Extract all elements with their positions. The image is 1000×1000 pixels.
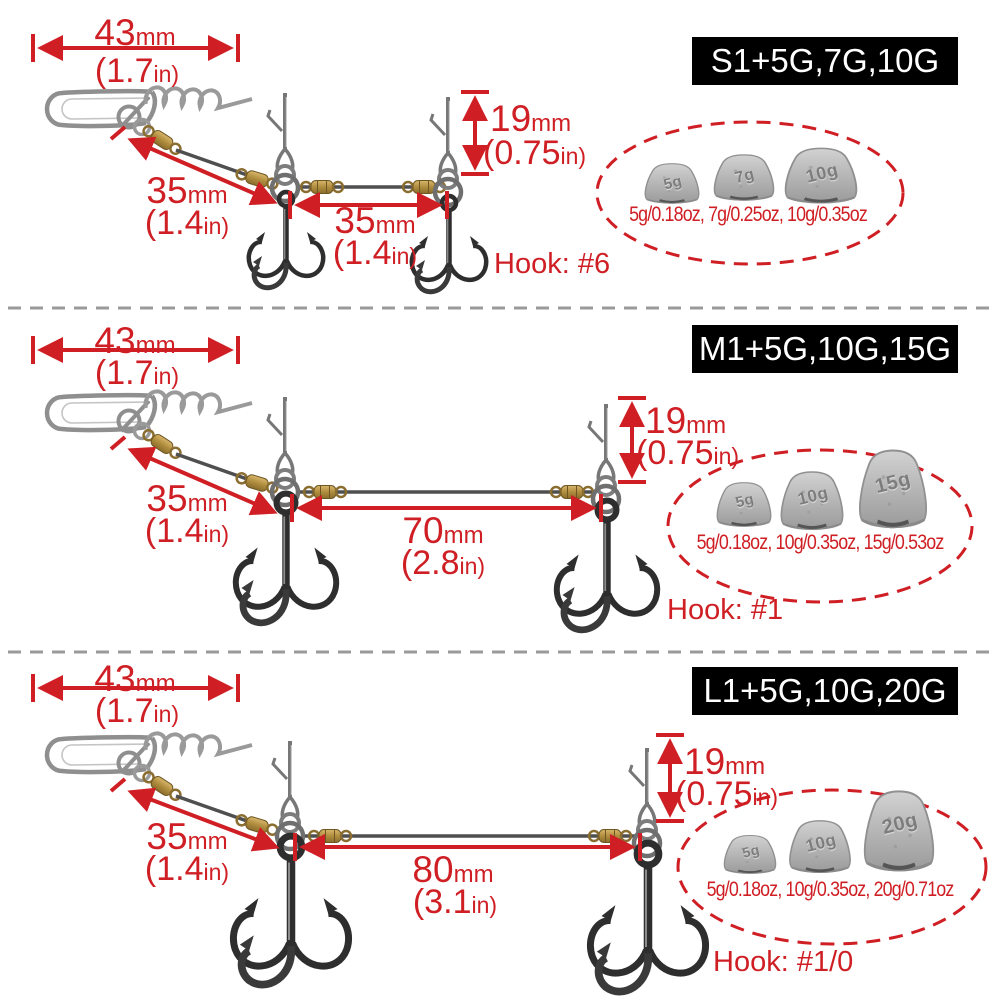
m1-size-label-text: M1+5G,10G,15G <box>698 330 952 367</box>
s1-dim-leader-in: (1.4in) <box>144 204 230 242</box>
l1-dim-snap-mm: 43mm <box>94 658 176 699</box>
m1-rig-hardware <box>47 391 657 629</box>
m1-weight-mark-5g: 5g <box>733 490 757 512</box>
m1-dim-span-in: (2.8in) <box>400 544 486 582</box>
m1-size-label: M1+5G,10G,15G <box>692 325 958 373</box>
l1-dim-drop-mm: 19mm <box>684 741 766 782</box>
s1-dim-leader-mm: 35mm <box>146 170 228 211</box>
m1-dim-drop-mm: 19mm <box>645 400 727 441</box>
s1-dim-span-mm: 35mm <box>334 200 416 241</box>
m1-dim-snap-in: (1.7in) <box>94 354 180 392</box>
s1-dim-snap-in: (1.7in) <box>94 52 180 90</box>
m1-dim-span-mm: 70mm <box>402 510 484 551</box>
l1-weights-caption: 5g/0.18oz, 10g/0.35oz, 20g/0.71oz <box>706 878 955 901</box>
s1-dim-drop-in: (0.75in) <box>483 134 587 172</box>
m1-dim-leader-in: (1.4in) <box>144 512 230 550</box>
m1-hook-size: Hook: #1 <box>667 594 784 626</box>
l1-hook-size: Hook: #1/0 <box>713 946 854 978</box>
l1-size-label: L1+5G,10G,20G <box>692 667 958 715</box>
m1-dim-leader-mm: 35mm <box>146 478 228 519</box>
s1-dim-drop-mm: 19mm <box>490 98 572 139</box>
l1-dim-leader-in: (1.4in) <box>144 850 230 888</box>
l1-weights <box>676 788 988 946</box>
s1-dim-snap-mm: 43mm <box>94 12 176 53</box>
s1-weights <box>595 120 905 266</box>
s1-hook-size: Hook: #6 <box>494 248 611 280</box>
l1-dim-leader-mm: 35mm <box>146 816 228 857</box>
m1-weights-caption: 5g/0.18oz, 10g/0.35oz, 15g/0.53oz <box>696 531 945 554</box>
s1-weights-caption: 5g/0.18oz, 7g/0.25oz, 10g/0.35oz <box>629 203 868 226</box>
s1-dimension-arrows <box>31 34 489 219</box>
l1-dim-snap-in: (1.7in) <box>94 692 180 730</box>
l1-dim-drop-in: (0.75in) <box>675 775 779 813</box>
l1-size-label-text: L1+5G,10G,20G <box>703 672 947 709</box>
m1-dimension-arrows <box>31 336 646 522</box>
m1-weights <box>666 450 974 604</box>
l1-dim-span-mm: 80mm <box>412 849 494 890</box>
s1-dim-span-in: (1.4in) <box>332 234 418 272</box>
s1-size-label: S1+5G,7G,10G <box>692 37 958 85</box>
s1-size-label-text: S1+5G,7G,10G <box>710 42 940 79</box>
s1-weight-mark-5g: 5g <box>661 172 685 194</box>
l1-dimension-arrows <box>31 674 684 861</box>
m1-dim-snap-mm: 43mm <box>94 320 176 361</box>
l1-dim-span-in: (3.1in) <box>412 883 498 921</box>
l1-weight-mark-5g: 5g <box>740 841 762 861</box>
m1-dim-drop-in: (0.75in) <box>636 434 740 472</box>
s1-rig-hardware <box>47 87 486 291</box>
